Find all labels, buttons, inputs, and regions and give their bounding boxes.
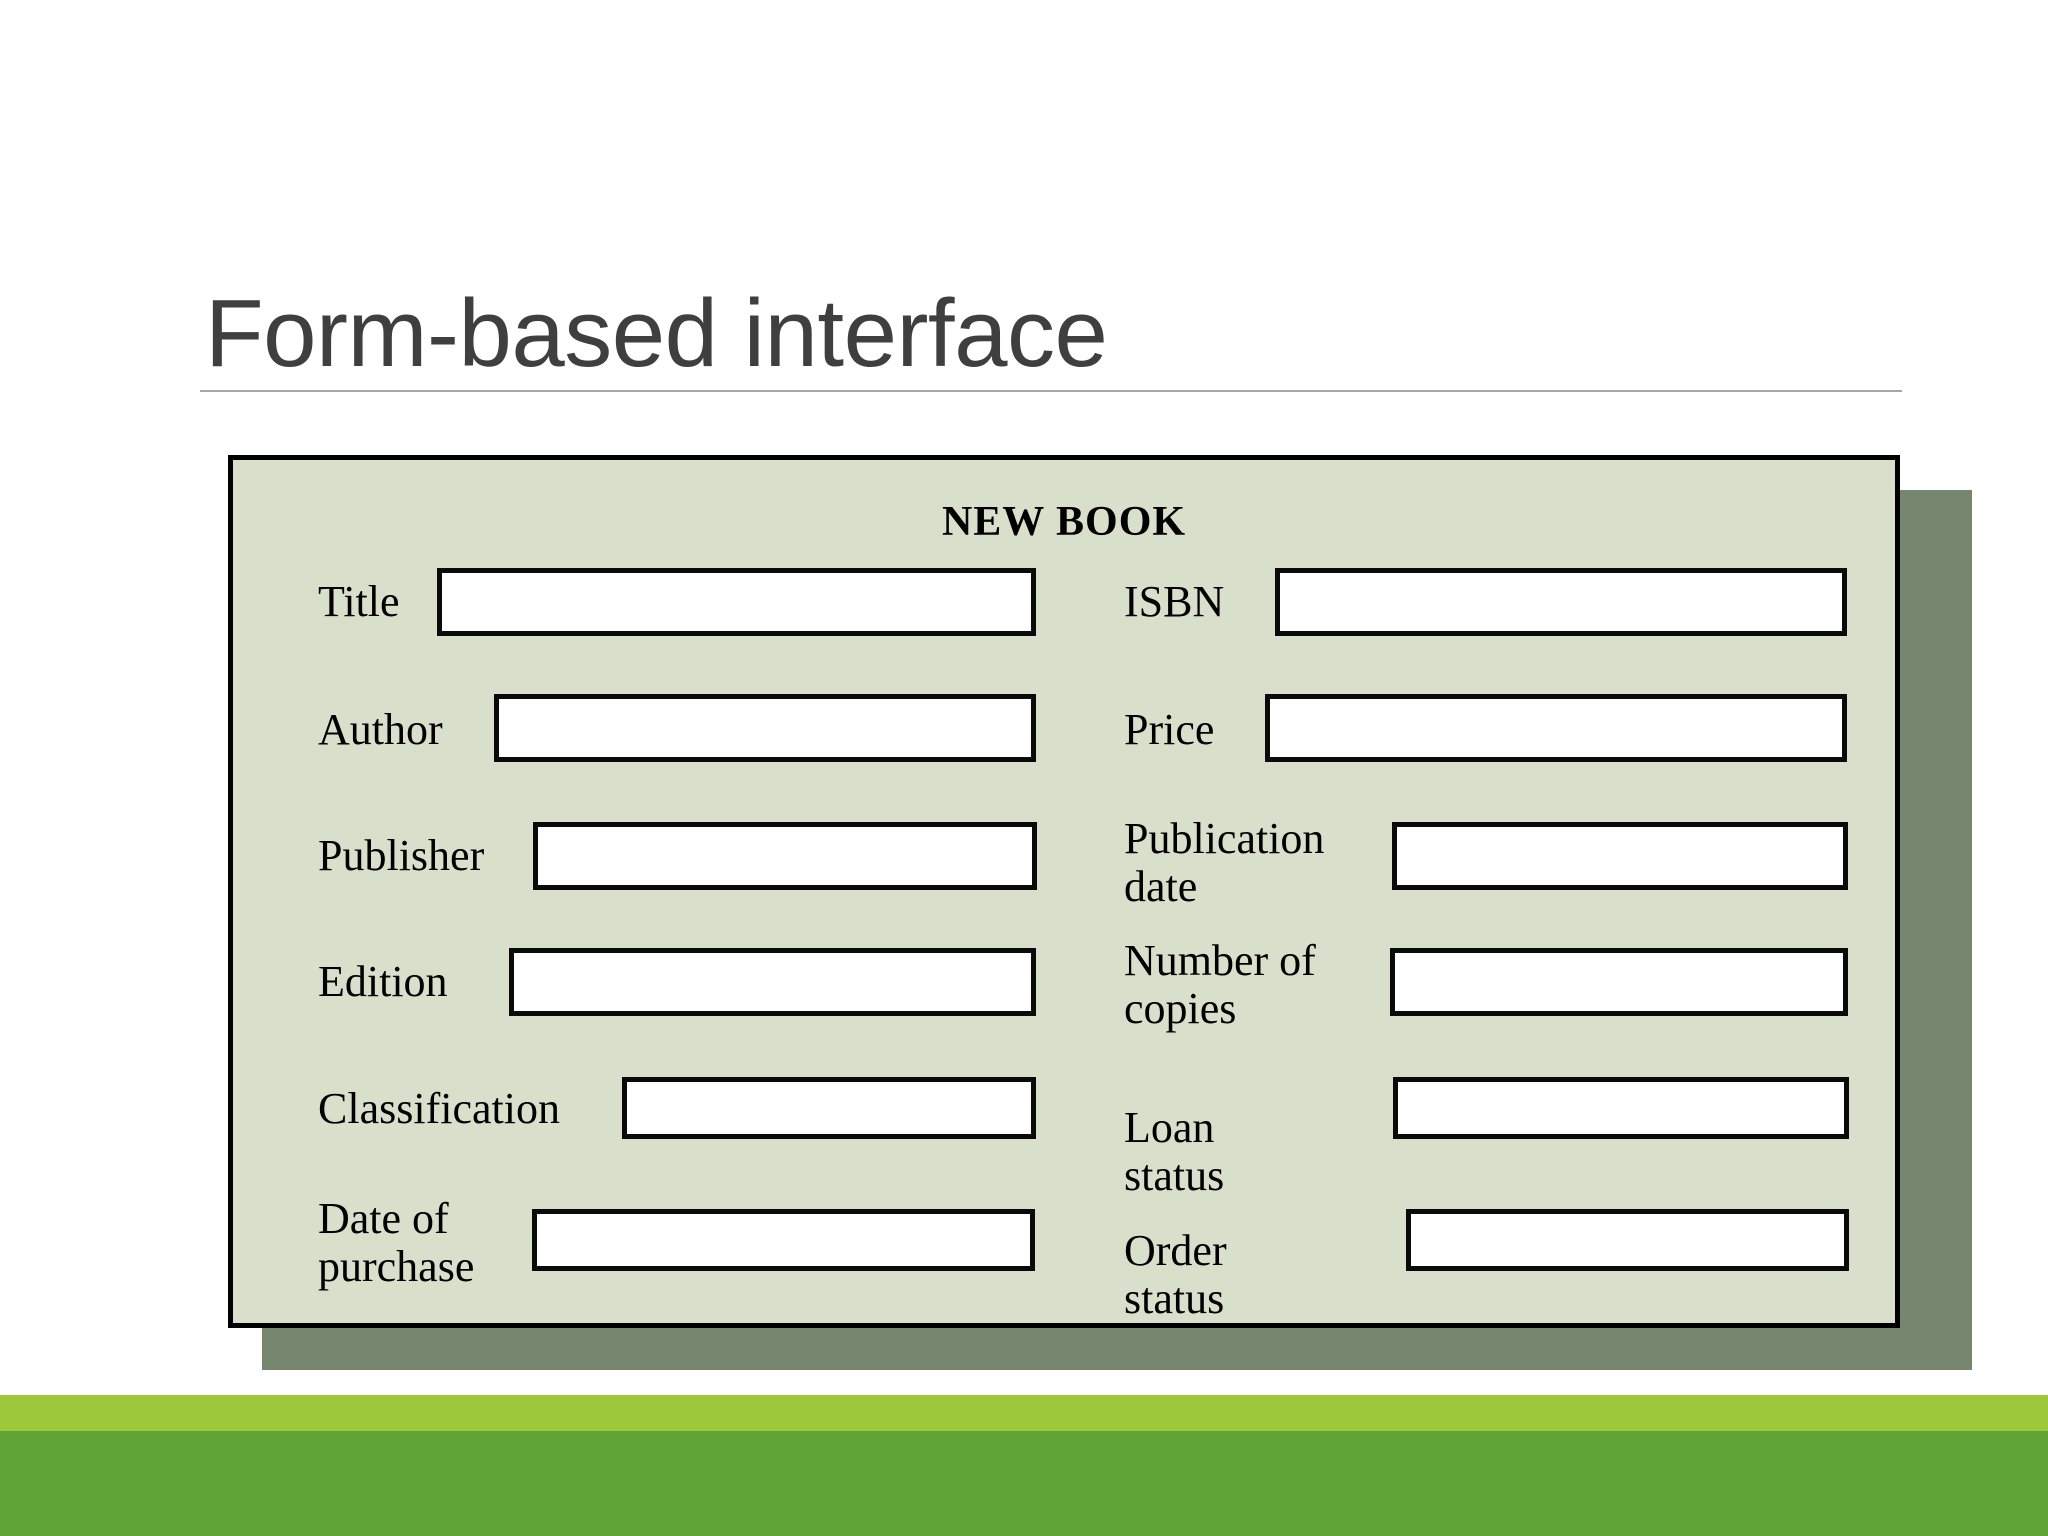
page-title: Form-based interface: [205, 280, 1108, 388]
field-input-author[interactable]: [494, 694, 1036, 762]
field-label-publication-date: Publication date: [1124, 814, 1325, 912]
footer-accent-bar-dark: [0, 1431, 2048, 1536]
field-label-publisher: Publisher: [318, 831, 485, 880]
field-label-date-of-purchase: Date of purchase: [318, 1194, 475, 1292]
field-input-classification[interactable]: [622, 1077, 1036, 1139]
field-label-number-of-copies: Number of copies: [1124, 936, 1316, 1034]
field-label-classification: Classification: [318, 1084, 560, 1133]
field-label-author: Author: [318, 705, 443, 754]
field-input-order-status[interactable]: [1406, 1209, 1849, 1271]
field-input-loan-status[interactable]: [1393, 1077, 1849, 1139]
field-input-title[interactable]: [437, 568, 1036, 636]
field-label-order-status: Order status: [1124, 1226, 1227, 1324]
field-input-publication-date[interactable]: [1392, 822, 1848, 890]
footer-accent-bar-light: [0, 1395, 2048, 1431]
field-label-edition: Edition: [318, 957, 448, 1006]
field-input-number-of-copies[interactable]: [1390, 948, 1848, 1016]
field-label-loan-status: Loan status: [1124, 1103, 1225, 1201]
field-input-edition[interactable]: [509, 948, 1036, 1016]
field-label-title: Title: [318, 577, 400, 626]
form-heading: NEW BOOK: [941, 499, 1187, 545]
field-label-price: Price: [1124, 705, 1215, 754]
title-divider: [200, 390, 1902, 392]
field-input-date-of-purchase[interactable]: [532, 1209, 1035, 1271]
field-input-publisher[interactable]: [533, 822, 1037, 890]
field-label-isbn: ISBN: [1124, 577, 1225, 626]
field-input-price[interactable]: [1265, 694, 1847, 762]
field-input-isbn[interactable]: [1275, 568, 1847, 636]
